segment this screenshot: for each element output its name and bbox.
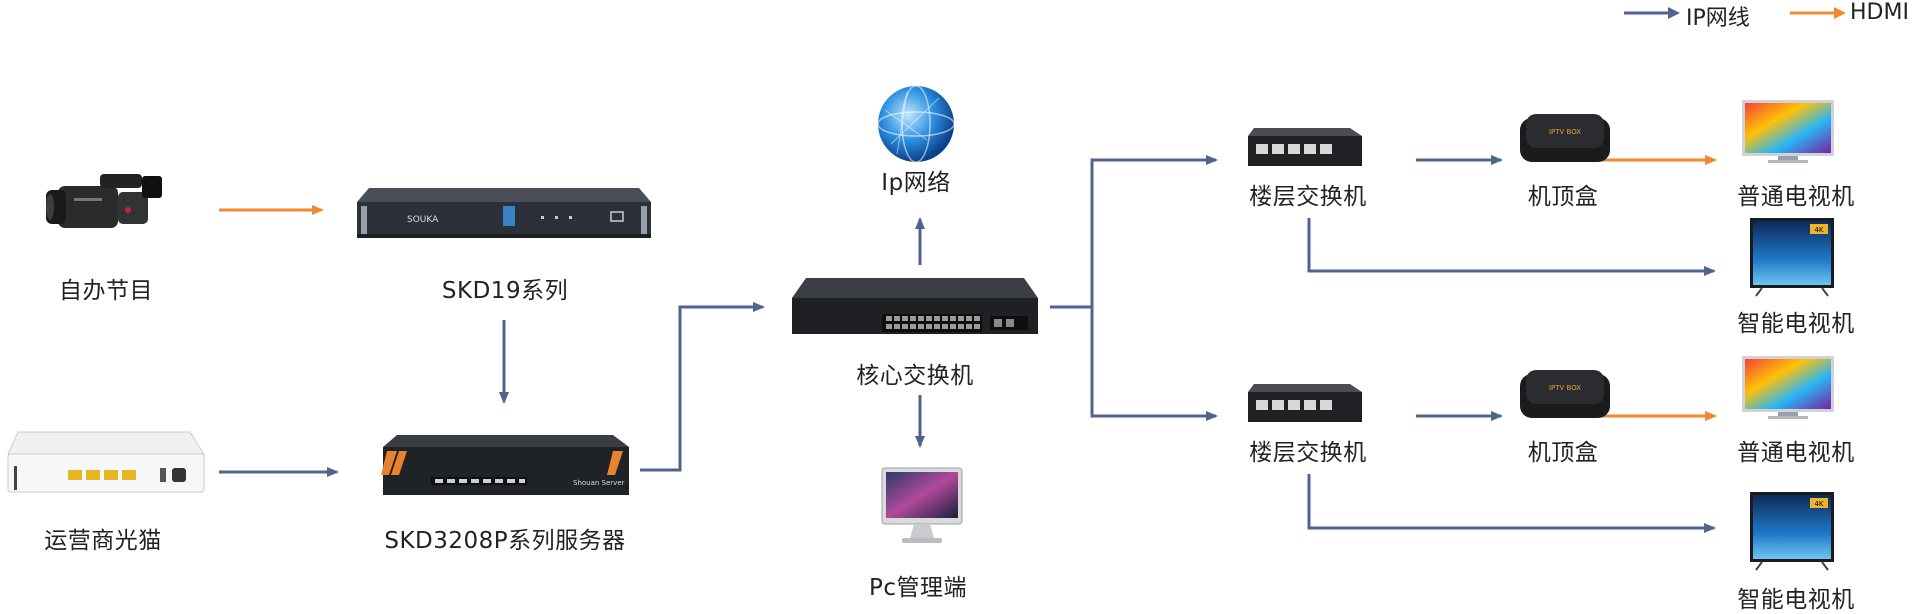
skd19-label: SKD19系列 bbox=[441, 278, 569, 304]
stb-2-label: 机顶盒 bbox=[1527, 440, 1599, 466]
smart-tv-2-icon: 4K bbox=[1750, 492, 1834, 571]
optical-modem-label: 运营商光猫 bbox=[44, 528, 162, 554]
floor-switch-2-label: 楼层交换机 bbox=[1249, 440, 1367, 466]
pc-icon bbox=[881, 467, 963, 543]
smart-tv-2-4k-text: 4K bbox=[1814, 500, 1823, 508]
skd19-encoder-icon: SOUKA bbox=[357, 188, 651, 238]
legend-ip-arrow bbox=[1624, 7, 1680, 19]
floor-switch-1-icon bbox=[1248, 128, 1362, 166]
server-brand-text: Shouan Server bbox=[573, 479, 625, 487]
floor-switch-1-label: 楼层交换机 bbox=[1249, 184, 1367, 210]
skd3208p-server-icon: Shouan Server bbox=[381, 435, 629, 495]
self-program-label: 自办节目 bbox=[59, 278, 153, 304]
floor-switch-2-icon bbox=[1248, 384, 1362, 422]
set-top-box-2-icon: IPTV BOX bbox=[1520, 370, 1610, 418]
pc-admin-label: Pc管理端 bbox=[868, 575, 968, 601]
legend-ip-label: IP网线 bbox=[1686, 6, 1750, 31]
link-floor2-to-smart-tv2 bbox=[1307, 474, 1716, 533]
link-server-to-core bbox=[640, 302, 765, 472]
globe-icon bbox=[877, 85, 955, 163]
smart-tv-1-icon: 4K bbox=[1750, 218, 1834, 297]
normal-tv-1-icon bbox=[1742, 100, 1834, 163]
skd3208p-label: SKD3208P系列服务器 bbox=[384, 528, 626, 554]
optical-modem-icon bbox=[7, 431, 205, 493]
core-switch-icon bbox=[792, 278, 1038, 334]
internet-label: Ip网络 bbox=[881, 170, 951, 196]
stb-1-label: 机顶盒 bbox=[1527, 184, 1599, 210]
set-top-box-1-icon: IPTV BOX bbox=[1520, 114, 1610, 162]
normal-tv-2-icon bbox=[1742, 356, 1834, 419]
core-switch-label: 核心交换机 bbox=[856, 363, 974, 389]
smart-tv-1-label: 智能电视机 bbox=[1737, 311, 1855, 337]
legend-hdmi-arrow bbox=[1790, 7, 1846, 19]
legend-hdmi-label: HDMI bbox=[1850, 0, 1909, 25]
smart-tv-2-label: 智能电视机 bbox=[1737, 587, 1855, 613]
stb-1-brand-text: IPTV BOX bbox=[1549, 128, 1581, 136]
link-floor1-to-smart-tv1 bbox=[1307, 218, 1716, 276]
smart-tv-1-4k-text: 4K bbox=[1814, 226, 1823, 234]
normal-tv-2-label: 普通电视机 bbox=[1737, 440, 1855, 466]
camcorder-icon bbox=[46, 174, 162, 228]
encoder-brand-text: SOUKA bbox=[407, 215, 439, 225]
normal-tv-1-label: 普通电视机 bbox=[1737, 184, 1855, 210]
link-core-to-floor-switch-2 bbox=[1090, 307, 1218, 421]
link-core-to-floor-switch-1 bbox=[1050, 155, 1218, 309]
stb-2-brand-text: IPTV BOX bbox=[1549, 384, 1581, 392]
